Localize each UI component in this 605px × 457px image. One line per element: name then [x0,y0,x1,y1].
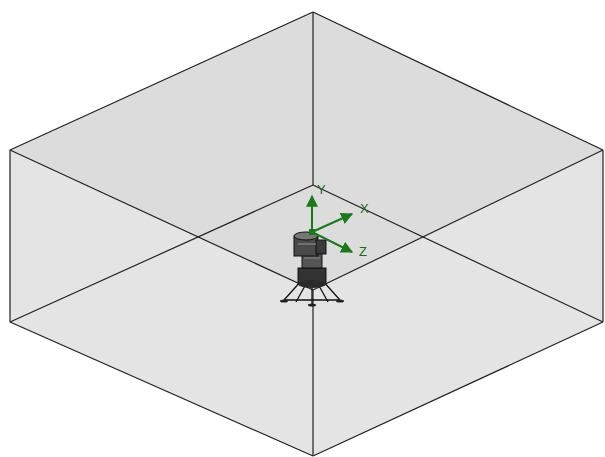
axis-label-z: Z [359,245,367,258]
axis-label-y: Y [317,183,326,196]
axis-label-x: X [360,202,369,215]
axis-triad [312,196,352,252]
